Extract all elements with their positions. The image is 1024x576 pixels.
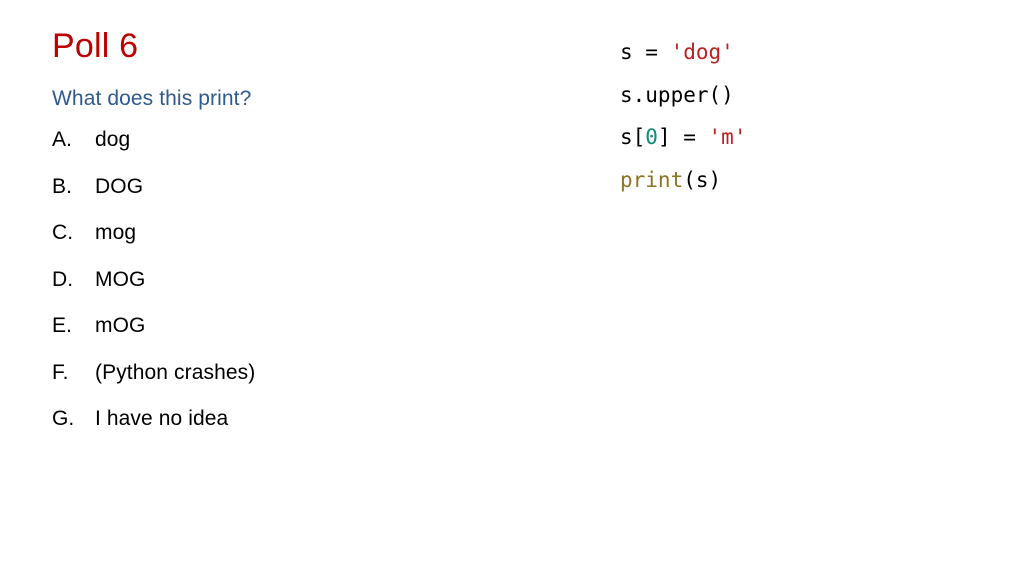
code-token-plain: ] = (657, 125, 709, 150)
answer-choice-marker: E. (52, 314, 73, 338)
code-token-string: 'dog' (670, 40, 734, 64)
code-line: print(s) (620, 159, 980, 202)
answer-choice-label: dog (95, 128, 131, 152)
answer-choice-marker: C. (52, 221, 74, 245)
code-panel: s = 'dog's.upper()s[0] = 'm'print(s) (620, 31, 980, 201)
code-line: s.upper() (620, 74, 980, 117)
code-token-builtin: print (620, 167, 684, 192)
answer-choice-f[interactable]: F. (Python crashes) (52, 361, 552, 408)
answer-choice-marker: G. (52, 407, 75, 431)
question-prompt: What does this print? (52, 87, 252, 111)
answer-choice-g[interactable]: G. I have no idea (52, 407, 552, 454)
answer-choice-label: MOG (95, 267, 146, 291)
code-token-number: 0 (645, 125, 658, 150)
code-token-plain: s[ (620, 125, 646, 150)
answer-choice-label: mOG (95, 314, 146, 338)
answer-choice-d[interactable]: D. MOG (52, 268, 552, 315)
code-token-plain: (s) (683, 167, 722, 192)
code-line: s = 'dog' (620, 31, 980, 74)
answer-choice-marker: D. (52, 267, 74, 291)
answer-choice-label: (Python crashes) (95, 360, 256, 384)
page-title: Poll 6 (52, 27, 139, 65)
answer-choice-e[interactable]: E. mOG (52, 314, 552, 361)
answer-choice-c[interactable]: C. mog (52, 221, 552, 268)
answer-choice-marker: F. (52, 360, 69, 384)
python-code-block: s = 'dog's.upper()s[0] = 'm'print(s) (620, 31, 980, 201)
answer-choice-b[interactable]: B. DOG (52, 175, 552, 222)
answer-choice-marker: B. (52, 174, 73, 198)
answer-choice-label: I have no idea (95, 407, 229, 431)
answer-choice-label: mog (95, 221, 137, 245)
answer-choice-a[interactable]: A. dog (52, 128, 552, 175)
code-token-plain: s = (620, 40, 671, 64)
code-token-string: 'm' (708, 125, 747, 150)
code-line: s[0] = 'm' (620, 116, 980, 159)
code-token-plain: s.upper() (620, 82, 734, 107)
answer-choice-marker: A. (52, 128, 73, 152)
answer-choice-label: DOG (95, 174, 144, 198)
